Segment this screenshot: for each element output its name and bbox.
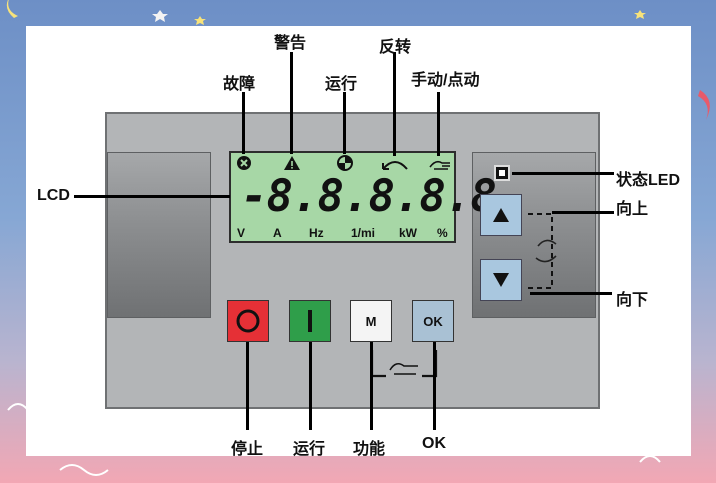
label-manual-jog: 手动/点动 — [411, 72, 480, 89]
line-down — [530, 292, 612, 295]
line-run-top — [343, 92, 346, 154]
lcd-unit-v: V — [237, 226, 246, 240]
line-function — [370, 342, 373, 430]
line-up — [552, 211, 614, 214]
line-manual — [437, 92, 440, 156]
line-run-bottom — [309, 342, 312, 430]
stop-circle-icon — [236, 309, 260, 333]
label-run-bottom: 运行 — [293, 441, 326, 458]
lcd-unit-hz: Hz — [309, 226, 324, 240]
up-arrow-icon — [493, 208, 509, 222]
line-warning — [290, 52, 293, 154]
label-up: 向上 — [616, 201, 649, 218]
label-down: 向下 — [616, 292, 649, 309]
label-stop: 停止 — [231, 441, 264, 458]
label-lcd: LCD — [37, 187, 70, 204]
run-button[interactable] — [289, 300, 331, 342]
lcd-unit-kw: kW — [399, 226, 417, 240]
label-run-top: 运行 — [325, 76, 358, 93]
down-arrow-icon — [493, 273, 509, 287]
lcd-digits: -8.8.8.8.8 — [241, 171, 497, 222]
lcd-unit-percent: % — [437, 226, 448, 240]
label-warning: 警告 — [274, 35, 307, 52]
label-function: 功能 — [353, 441, 386, 458]
label-reverse: 反转 — [379, 39, 412, 56]
line-lcd — [74, 195, 230, 198]
label-fault: 故障 — [223, 76, 256, 93]
lcd-display: -8.8.8.8.8 V A Hz 1/mi kW % — [229, 151, 497, 243]
down-button[interactable] — [480, 259, 522, 301]
line-reverse — [393, 52, 396, 156]
ok-button[interactable]: OK — [412, 300, 454, 342]
lcd-unit-rpm: 1/mi — [351, 226, 376, 240]
lcd-unit-a: A — [273, 226, 282, 240]
stop-button[interactable] — [227, 300, 269, 342]
left-side-block — [107, 152, 211, 318]
line-fault — [242, 92, 245, 154]
line-ok — [433, 342, 436, 430]
up-button[interactable] — [480, 194, 522, 236]
label-ok: OK — [422, 435, 446, 452]
run-bar-icon — [308, 310, 312, 332]
function-m-button[interactable]: M — [350, 300, 392, 342]
status-led — [494, 165, 510, 181]
line-stop — [246, 342, 249, 430]
label-status-led: 状态LED — [616, 172, 681, 189]
line-status-led — [512, 172, 614, 175]
